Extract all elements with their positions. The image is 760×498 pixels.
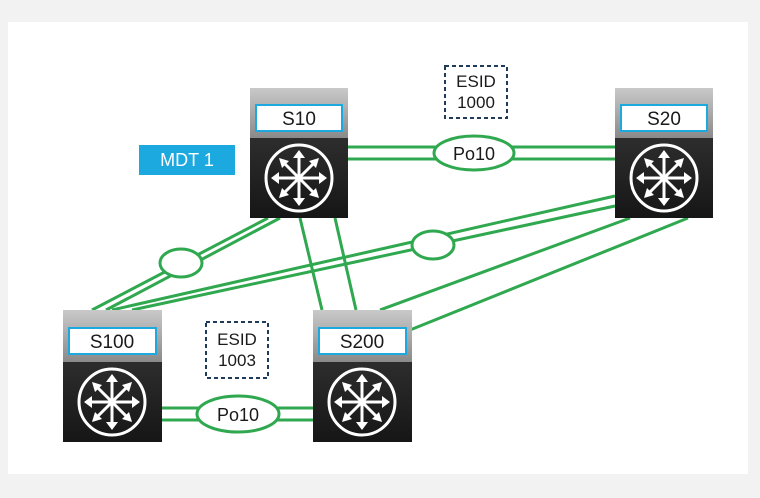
switch-label: S10 (282, 109, 316, 130)
esid-value: 1003 (218, 351, 256, 370)
bundle-ellipse-s20-s100 (410, 229, 456, 261)
esid-value: 1000 (457, 93, 495, 112)
fabric-switch-icon (327, 367, 397, 437)
bundle-ellipse-s10-s100 (158, 247, 204, 279)
switch-s20: S20 (615, 88, 713, 218)
switch-label-box (68, 327, 157, 355)
mdt-badge: MDT 1 (139, 145, 235, 175)
link-s10-s200-b (333, 217, 358, 311)
link-s20-s200-b (409, 216, 689, 332)
link-s20-s200-a (379, 216, 631, 312)
port-channel-po-top: Po10 (432, 134, 516, 172)
esid-box-1000: ESID 1000 (444, 65, 508, 119)
esid-label: ESID (456, 72, 496, 91)
link-s10-s200-a (298, 217, 324, 311)
port-channel-label: Po10 (217, 405, 259, 425)
switch-label: S20 (647, 109, 681, 130)
switch-label: S200 (340, 332, 384, 353)
fabric-switch-icon (77, 367, 147, 437)
switch-s10: S10 (250, 88, 348, 218)
switch-label-box (318, 327, 407, 355)
switch-label: S100 (90, 332, 134, 353)
port-channel-po-bottom: Po10 (195, 394, 281, 434)
fabric-switch-icon (264, 143, 334, 213)
esid-box-1003: ESID 1003 (205, 321, 269, 379)
switch-s200: S200 (313, 310, 412, 442)
switch-s100: S100 (63, 310, 162, 442)
switch-label-box (620, 104, 708, 132)
switch-label-box (255, 104, 343, 132)
link-s20-s100-b (131, 204, 616, 312)
mdt-label: MDT 1 (160, 150, 214, 170)
link-s20-s100-a (111, 194, 616, 312)
port-channel-label: Po10 (453, 144, 495, 164)
esid-label: ESID (217, 330, 257, 349)
fabric-switch-icon (629, 143, 699, 213)
